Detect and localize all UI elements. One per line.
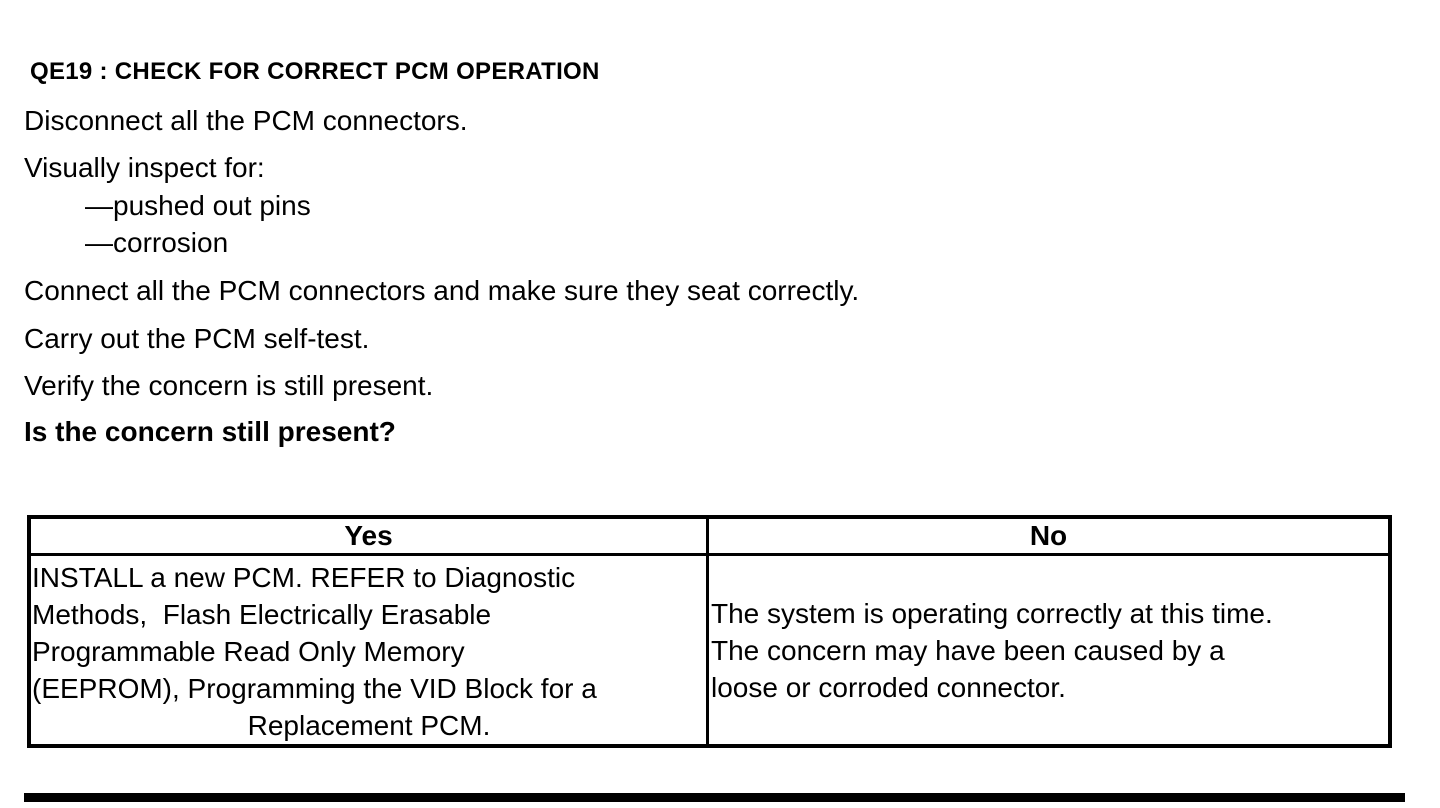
page-divider-rule bbox=[24, 793, 1405, 802]
decision-table: Yes No INSTALL a new PCM. REFER to Diagn… bbox=[27, 515, 1392, 748]
decision-table-header-row: Yes No bbox=[31, 519, 1388, 556]
no-column-header: No bbox=[1029, 520, 1068, 551]
decision-table-body-row: INSTALL a new PCM. REFER to Diagnostic M… bbox=[31, 556, 1388, 744]
inspection-item: —corrosion bbox=[85, 227, 229, 258]
action-text-line: INSTALL a new PCM. REFER to Diagnostic bbox=[32, 562, 576, 593]
procedure-step: Verify the concern is still present. bbox=[24, 370, 434, 401]
inspection-item: —pushed out pins bbox=[85, 190, 311, 221]
action-text-line: Methods, Flash Electrically Erasable bbox=[32, 599, 492, 630]
action-text-line: loose or corroded connector. bbox=[711, 671, 1066, 703]
procedure-step: Carry out the PCM self-test. bbox=[24, 323, 370, 354]
decision-question: Is the concern still present? bbox=[24, 416, 396, 447]
action-text-line: The concern may have been caused by a bbox=[711, 634, 1225, 666]
action-text-line: Replacement PCM. bbox=[247, 710, 491, 741]
procedure-title: QE19 : CHECK FOR CORRECT PCM OPERATION bbox=[30, 58, 600, 85]
procedure-step: Connect all the PCM connectors and make … bbox=[24, 275, 860, 306]
yes-action-cell: INSTALL a new PCM. REFER to Diagnostic M… bbox=[31, 556, 709, 744]
yes-column-header: Yes bbox=[31, 519, 709, 553]
action-text-line: Programmable Read Only Memory bbox=[32, 636, 465, 667]
action-text-line: (EEPROM), Programming the VID Block for … bbox=[32, 673, 597, 704]
procedure-step: Disconnect all the PCM connectors. bbox=[24, 105, 468, 136]
no-action-cell: The system is operating correctly at thi… bbox=[709, 556, 1388, 744]
procedure-step: Visually inspect for: bbox=[24, 152, 265, 183]
action-text-line: The system is operating correctly at thi… bbox=[711, 597, 1273, 629]
